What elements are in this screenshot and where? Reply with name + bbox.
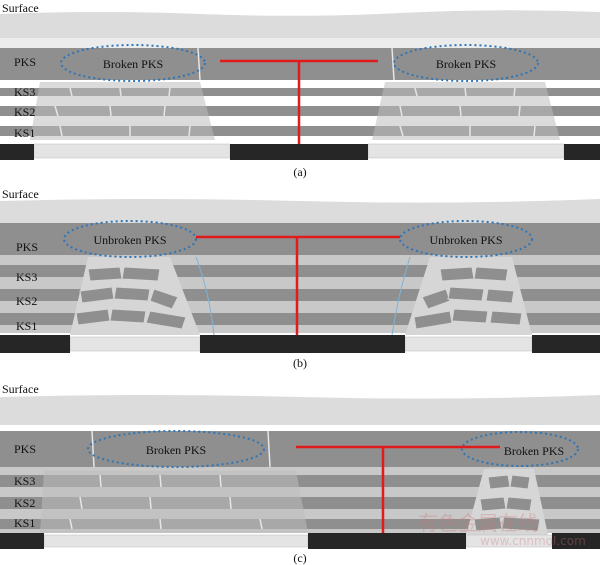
panel-c: Surface PKS KS3 KS2 KS1 Broken PKS Broke… bbox=[0, 375, 600, 565]
zone-ellipse bbox=[60, 44, 206, 82]
caved-blocks-right bbox=[413, 266, 523, 330]
zone-label: Broken PKS bbox=[145, 443, 207, 457]
fracture-line bbox=[195, 256, 215, 336]
pillar bbox=[552, 533, 600, 549]
panel-a-diagram bbox=[0, 10, 600, 160]
panel-b: Surface PKS KS3 KS2 KS1 Unbroken PKS Unb… bbox=[0, 185, 600, 375]
surface-layer bbox=[0, 199, 600, 223]
surface-layer bbox=[0, 395, 600, 425]
goaf-left bbox=[43, 534, 309, 548]
zone-ellipse bbox=[461, 431, 579, 467]
stratum-label-ks2: KS2 bbox=[14, 496, 36, 510]
crack-lines bbox=[69, 430, 271, 530]
fracture-zone-right bbox=[372, 82, 560, 140]
stratum-label-pks: PKS bbox=[16, 240, 39, 254]
stratum-label-ks2: KS2 bbox=[14, 105, 36, 119]
panel-a: Surface PKS KS3 KS2 KS1 Broken PKS Broke… bbox=[0, 0, 600, 185]
stratum-label-ks1: KS1 bbox=[16, 319, 38, 333]
caved-blocks-right bbox=[473, 474, 541, 532]
zone-label: Broken PKS bbox=[102, 57, 164, 71]
caved-blocks-left bbox=[75, 266, 187, 330]
panel-c-diagram bbox=[0, 395, 600, 549]
goaf-right bbox=[404, 336, 533, 352]
pillar bbox=[532, 335, 600, 353]
pillar bbox=[564, 144, 600, 160]
goaf-right bbox=[367, 143, 565, 159]
surface-gap bbox=[0, 38, 600, 48]
stratum-gap bbox=[0, 325, 600, 333]
zone-ellipse bbox=[393, 44, 539, 82]
zone-label: Unbroken PKS bbox=[429, 233, 503, 247]
stratum-label-ks3: KS3 bbox=[16, 270, 38, 284]
fracture-zone-left bbox=[30, 82, 215, 140]
panel-caption: (b) bbox=[293, 356, 307, 370]
goaf-left bbox=[69, 336, 201, 352]
stratum-label-ks1: KS1 bbox=[14, 516, 36, 530]
zone-label: Unbroken PKS bbox=[93, 233, 167, 247]
surface-layer bbox=[0, 10, 600, 41]
stratum-gap bbox=[0, 255, 600, 265]
panel-caption: (c) bbox=[293, 551, 307, 565]
crack-lines bbox=[54, 47, 536, 137]
surface-label: Surface bbox=[2, 382, 39, 396]
surface-label: Surface bbox=[2, 187, 39, 201]
pillar bbox=[230, 144, 368, 160]
stratum-label-ks1: KS1 bbox=[14, 126, 36, 140]
pillar bbox=[308, 533, 466, 549]
stratum-gap bbox=[0, 467, 600, 475]
panel-b-diagram bbox=[0, 199, 600, 353]
zone-ellipse bbox=[87, 430, 265, 468]
pillar bbox=[0, 335, 70, 353]
surface-label: Surface bbox=[2, 1, 39, 15]
pillar bbox=[0, 144, 34, 160]
pillar bbox=[0, 533, 44, 549]
pillar bbox=[200, 335, 405, 353]
goaf-left bbox=[33, 143, 231, 159]
zone-ellipse bbox=[63, 220, 197, 258]
stratum-label-ks3: KS3 bbox=[14, 85, 36, 99]
stratum-pks bbox=[0, 431, 600, 467]
panel-caption: (a) bbox=[293, 165, 307, 179]
watermark-cn: 有色金属在线 bbox=[418, 511, 538, 535]
fracture-zone-left bbox=[40, 471, 308, 533]
zone-label: Broken PKS bbox=[435, 57, 497, 71]
stratum-label-ks3: KS3 bbox=[14, 474, 36, 488]
watermark-url: www.cnnmol.com bbox=[480, 534, 586, 548]
fracture-line bbox=[391, 256, 411, 336]
zone-label: Broken PKS bbox=[503, 444, 565, 458]
stratum-label-ks2: KS2 bbox=[16, 294, 38, 308]
zone-ellipse bbox=[399, 220, 533, 258]
stratum-label-pks: PKS bbox=[14, 442, 37, 456]
stratum-pks bbox=[0, 223, 600, 255]
stratum-label-pks: PKS bbox=[14, 55, 37, 69]
